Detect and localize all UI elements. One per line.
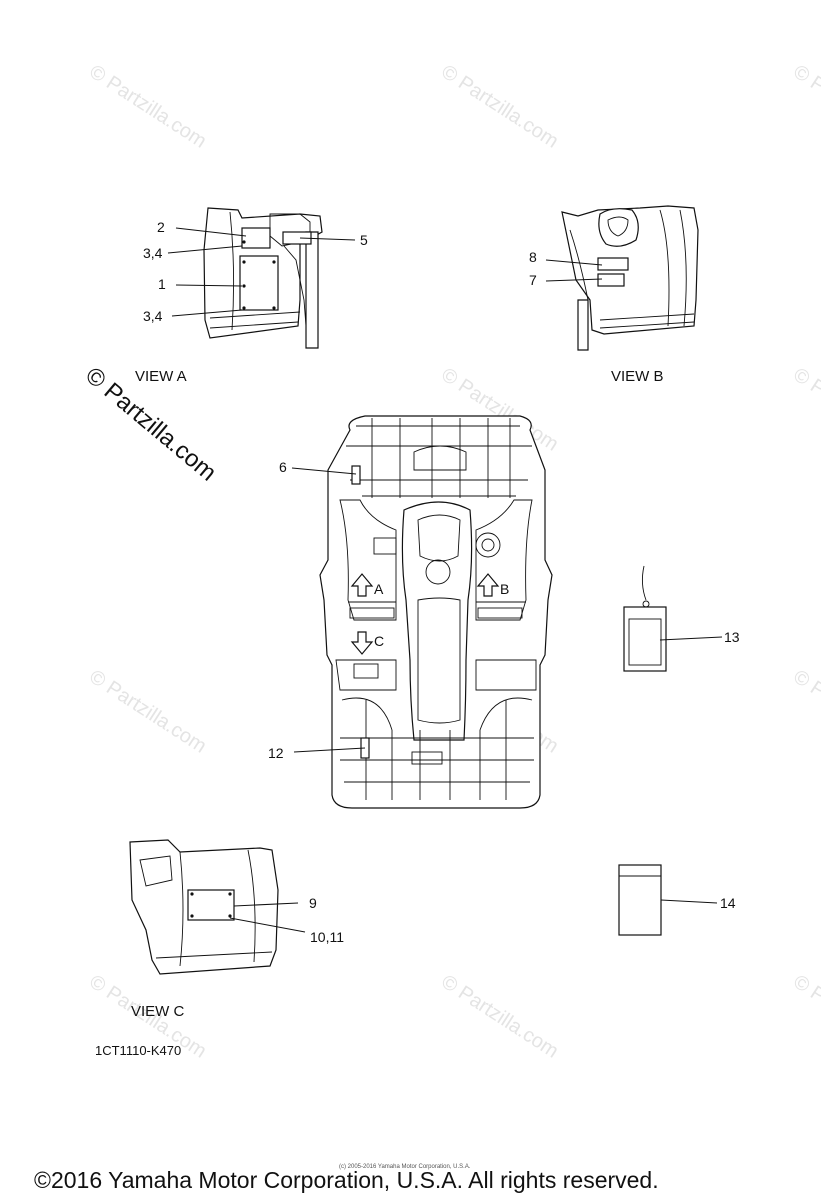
view-a-label: VIEW A [135,368,187,385]
label-8 [597,257,629,271]
watermark: © Partzilla.com [789,971,821,1063]
callout-1: 1 [158,276,166,292]
callout-13: 13 [724,629,740,645]
arrow-label-b: B [500,581,509,597]
atv-top-view-illustration [291,415,553,809]
callout-9: 9 [309,895,317,911]
label-2 [241,227,271,249]
callout-10-11: 10,11 [310,929,344,945]
item-14-illustration [618,864,718,936]
callout-14: 14 [720,895,736,911]
watermark: © Partzilla.com [85,61,210,153]
callout-6: 6 [279,459,287,475]
watermark: © Partzilla.com [789,364,821,456]
watermark: © Partzilla.com [85,666,210,758]
footer-small-print: (c) 2005-2016 Yamaha Motor Corporation, … [339,1164,471,1170]
callout-2: 2 [157,219,165,235]
callout-3-4-bottom: 3,4 [143,308,163,324]
callout-7: 7 [529,272,537,288]
view-c-illustration [129,839,306,975]
label-6 [351,465,361,485]
callout-3-4-top: 3,4 [143,245,163,261]
label-9 [187,889,235,921]
label-14 [618,864,662,936]
view-b-illustration [545,205,699,351]
view-c-label: VIEW C [131,1003,185,1020]
watermark: © Partzilla.com [437,971,562,1063]
view-b-label: VIEW B [611,368,664,385]
watermark: © Partzilla.com [437,61,562,153]
hang-tag-13-illustration [623,565,723,672]
arrow-label-c: C [374,633,384,649]
arrow-label-a: A [374,581,384,597]
footer-copyright: ©2016 Yamaha Motor Corporation, U.S.A. A… [34,1167,659,1193]
callout-12: 12 [268,745,284,761]
view-a-illustration [167,207,356,349]
label-7 [597,273,625,287]
diagram-code: 1CT1110-K470 [95,1043,181,1058]
label-1 [239,255,279,311]
callout-8: 8 [529,249,537,265]
watermark: © Partzilla.com [789,61,821,153]
callout-5: 5 [360,232,368,248]
label-13 [623,606,667,672]
watermark: © Partzilla.com [789,666,821,758]
